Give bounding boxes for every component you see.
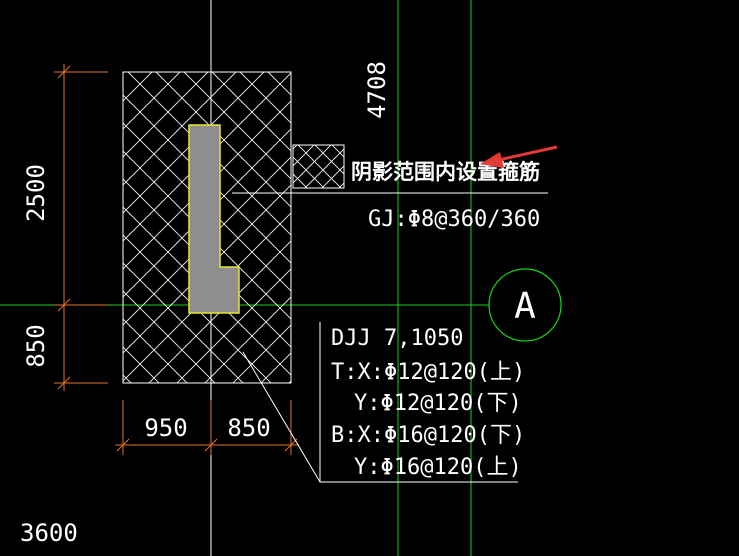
dim-top-vertical: 4708 bbox=[363, 61, 391, 119]
legend-hatch-box bbox=[292, 144, 345, 189]
legend-note: 阴影范围内设置箍筋 bbox=[351, 160, 540, 184]
dim-left-upper: 2500 bbox=[22, 164, 50, 222]
spec-line-3: B:X:Φ16@120(下) bbox=[331, 423, 525, 448]
axis-bubble bbox=[488, 268, 562, 342]
spec-line-1: T:X:Φ12@120(上) bbox=[331, 360, 525, 385]
l-shaped-column bbox=[188, 124, 240, 314]
dim-left-lower: 850 bbox=[22, 324, 50, 367]
dim-bottom-right: 850 bbox=[227, 414, 270, 442]
stirrup-spec: GJ:Φ8@360/360 bbox=[368, 207, 540, 232]
spec-line-4: Y:Φ16@120(上) bbox=[354, 455, 522, 480]
dim-corner: 3600 bbox=[20, 519, 78, 547]
dim-bottom-left: 950 bbox=[144, 414, 187, 442]
pointer-arrow bbox=[480, 145, 558, 168]
bottom-dimension-chain bbox=[115, 400, 299, 455]
left-dimension-chain bbox=[54, 64, 108, 391]
spec-title: DJJ 7,1050 bbox=[331, 326, 463, 351]
spec-line-2: Y:Φ12@120(下) bbox=[354, 391, 522, 416]
spec-leader bbox=[242, 322, 518, 483]
axis-label: A bbox=[514, 286, 536, 327]
